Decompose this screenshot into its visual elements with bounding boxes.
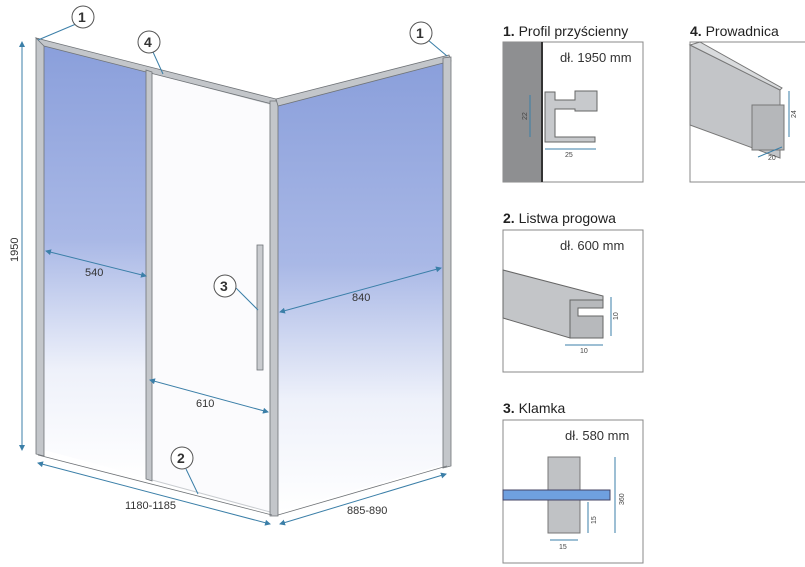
svg-text:4: 4 <box>144 34 152 50</box>
svg-text:24: 24 <box>791 110 798 118</box>
callout-4: 4 <box>137 30 161 54</box>
dim-fixed-panel: 540 <box>85 267 103 279</box>
callout-1-left: 1 <box>71 5 95 29</box>
svg-text:2. Listwa progowa: 2. Listwa progowa <box>503 210 616 226</box>
svg-text:2: 2 <box>177 450 185 466</box>
frame <box>34 37 452 517</box>
side-glass-panel <box>278 62 443 512</box>
svg-text:10: 10 <box>613 312 620 320</box>
dimension-lines <box>19 41 447 526</box>
callout-2: 2 <box>170 446 194 470</box>
svg-text:20: 20 <box>768 155 776 162</box>
svg-text:360: 360 <box>619 493 626 505</box>
dim-side-panel: 840 <box>352 292 370 304</box>
svg-text:15: 15 <box>559 544 567 551</box>
svg-text:4. Prowadnica: 4. Prowadnica <box>690 23 779 39</box>
svg-text:15: 15 <box>591 516 598 524</box>
svg-text:25: 25 <box>565 152 573 159</box>
dim-door: 610 <box>196 398 214 410</box>
svg-text:dł. 600 mm: dł. 600 mm <box>560 238 624 253</box>
part-handle: 3. Klamka dł. 580 mm 360 15 15 <box>502 400 644 564</box>
svg-text:10: 10 <box>580 348 588 355</box>
svg-text:1: 1 <box>416 25 424 41</box>
dim-front: 1180-1185 <box>125 500 176 512</box>
svg-text:1: 1 <box>78 9 86 25</box>
dim-side: 885-890 <box>347 505 387 517</box>
svg-text:3. Klamka: 3. Klamka <box>503 400 565 416</box>
fixed-glass-panel <box>44 45 148 478</box>
svg-text:1. Profil przyścienny: 1. Profil przyścienny <box>503 23 628 39</box>
dim-height: 1950 <box>9 238 21 262</box>
door-handle <box>256 244 264 371</box>
callout-1-right: 1 <box>409 21 433 45</box>
svg-text:3: 3 <box>220 278 228 294</box>
svg-text:dł. 1950 mm: dł. 1950 mm <box>560 50 632 65</box>
part-guide-rail: 4. Prowadnica 24 20 <box>688 23 805 183</box>
callout-3: 3 <box>213 274 237 298</box>
sliding-door <box>151 72 271 513</box>
svg-text:dł. 580 mm: dł. 580 mm <box>565 428 629 443</box>
part-wall-profile: 1. Profil przyścienny dł. 1950 mm 22 25 <box>502 23 644 183</box>
part-threshold-strip: 2. Listwa progowa dł. 600 mm 10 10 <box>502 210 644 373</box>
svg-text:22: 22 <box>522 112 529 120</box>
